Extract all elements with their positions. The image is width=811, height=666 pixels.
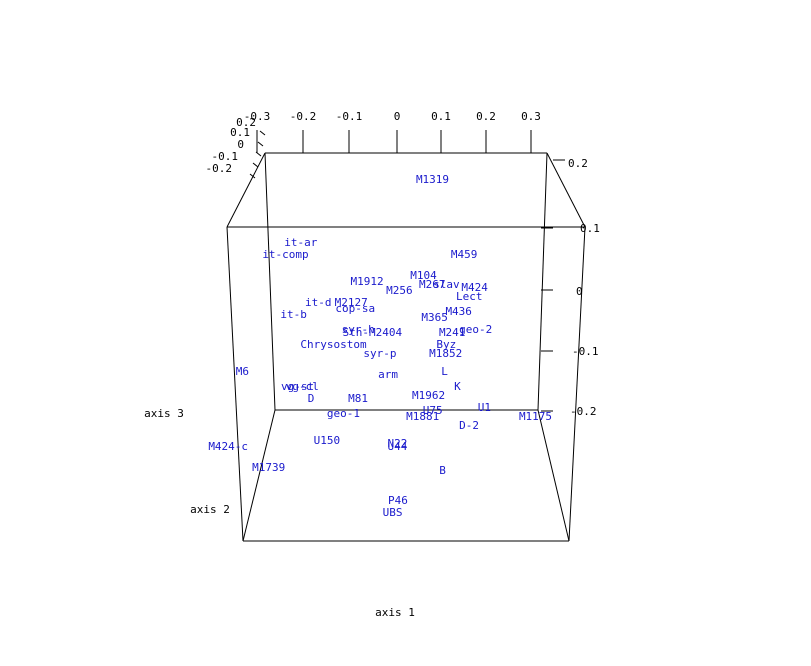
point-label: U44	[387, 440, 407, 453]
point-label: UBS	[383, 506, 403, 519]
box-edge-top-left	[226, 152, 266, 228]
plot-box	[226, 152, 586, 542]
point-label: M81	[348, 392, 368, 405]
z-tick-label: -0.1	[572, 345, 599, 358]
point-label: Byz	[436, 338, 456, 351]
y-tick-mark	[257, 141, 264, 147]
point-label: M104	[410, 269, 437, 282]
x-tick-label: -0.2	[290, 110, 317, 123]
point-label: Sth-M2404	[342, 326, 402, 339]
box-back-left	[264, 152, 276, 411]
y-axis-title: axis 2	[190, 503, 230, 516]
point-label: geo-2	[459, 323, 492, 336]
point-label: U150	[314, 434, 341, 447]
y-tick-label: -0.2	[206, 162, 233, 175]
y-tick-label: 0	[237, 138, 244, 151]
point-label: it-comp	[262, 248, 308, 261]
point-label: M2127	[335, 296, 368, 309]
y-tick-mark	[259, 130, 266, 136]
point-label: K	[454, 380, 461, 393]
point-label: D-2	[459, 419, 479, 432]
point-label: vg-st	[281, 380, 314, 393]
point-label: M1739	[252, 461, 285, 474]
point-label: arm	[378, 368, 398, 381]
point-label: U1	[478, 401, 491, 414]
point-label: M1175	[519, 410, 552, 423]
point-label: D	[308, 392, 315, 405]
point-label: M267	[419, 278, 446, 291]
x-axis-title: axis 1	[375, 606, 415, 619]
point-label: M1881	[406, 410, 439, 423]
x-tick-label: 0	[394, 110, 401, 123]
point-label: geo-1	[327, 407, 360, 420]
point-label: M241	[439, 326, 466, 339]
point-label: M1319	[416, 173, 449, 186]
point-label: P46	[388, 494, 408, 507]
z-tick-label: 0.2	[568, 157, 588, 170]
point-label: M6	[236, 365, 249, 378]
point-label: it-d	[305, 296, 332, 309]
point-label: it-ar	[284, 236, 317, 249]
z-axis-title: axis 3	[144, 407, 184, 420]
point-label: M365	[421, 311, 448, 324]
box-edge-top-right	[546, 152, 586, 228]
point-label: B	[439, 464, 446, 477]
y-tick-label: 0.2	[236, 116, 256, 129]
y-tick-mark	[255, 151, 262, 157]
y-tick-mark	[249, 173, 256, 179]
point-label: slav	[433, 278, 460, 291]
point-label: cop-sa	[335, 302, 375, 315]
z-tick-label: 0.1	[580, 222, 600, 235]
y-tick-label: 0.1	[230, 126, 250, 139]
x-tick-label: 0.2	[476, 110, 496, 123]
point-label: U75	[423, 404, 443, 417]
y-tick-mark	[252, 162, 259, 168]
point-label: M256	[386, 284, 413, 297]
point-label: M459	[451, 248, 478, 261]
box-front-right	[568, 226, 586, 542]
z-tick-label: -0.2	[570, 405, 597, 418]
point-label: M1962	[412, 389, 445, 402]
box-back-right	[537, 152, 548, 411]
z-tick-label: 0	[576, 285, 583, 298]
point-label: M1852	[429, 347, 462, 360]
point-label: syr-h	[342, 323, 375, 336]
point-label: syr-p	[363, 347, 396, 360]
x-tick-label: 0.1	[431, 110, 451, 123]
box-front-left	[226, 226, 244, 542]
box-edge-bottom-right	[537, 409, 570, 542]
point-label: vg-cl	[286, 380, 319, 393]
x-tick-label: -0.1	[336, 110, 363, 123]
point-label: M1912	[351, 275, 384, 288]
point-label: it-b	[280, 308, 307, 321]
point-label: L	[441, 365, 448, 378]
point-label: Lect	[456, 290, 483, 303]
point-label: N22	[387, 437, 407, 450]
box-edge-bottom-left	[242, 409, 276, 542]
point-label: M436	[445, 305, 472, 318]
y-tick-label: -0.1	[212, 150, 239, 163]
point-label: Chrysostom	[300, 338, 367, 351]
point-label: M424-c	[208, 440, 248, 453]
axis-titles: axis 1 axis 2 axis 3	[144, 407, 415, 619]
x-tick-label: -0.3	[244, 110, 271, 123]
x-tick-label: 0.3	[521, 110, 541, 123]
point-label: M424	[461, 281, 488, 294]
